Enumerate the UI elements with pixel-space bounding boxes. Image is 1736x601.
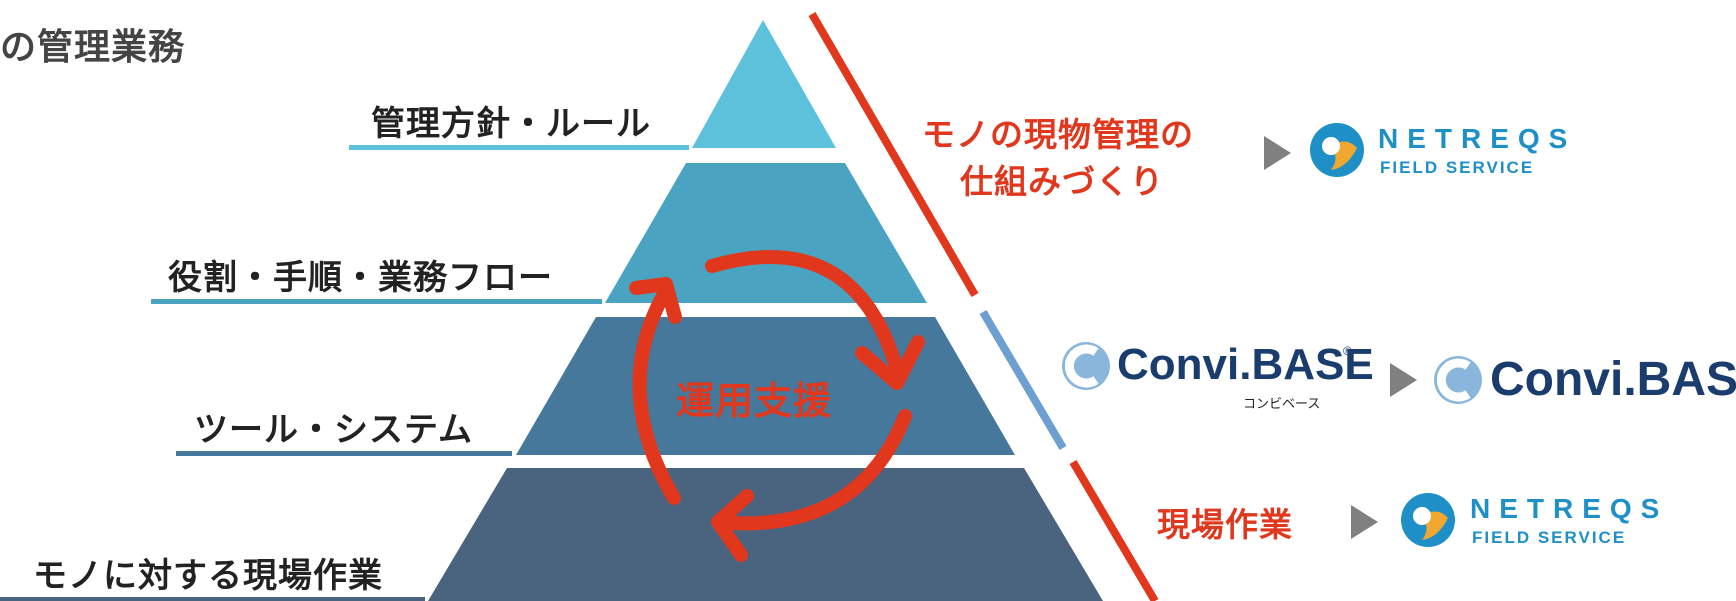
pyramid-level-4 — [428, 468, 1103, 601]
arrowhead-bottom — [711, 489, 754, 562]
netreqs-name-2: NETREQS — [1470, 493, 1669, 524]
netreqs-sub-2: FIELD SERVICE — [1472, 528, 1627, 547]
divider-red-bottom — [1069, 459, 1159, 601]
arrowhead-right — [855, 335, 925, 390]
right-top-text-line2: 仕組みづくり — [960, 162, 1164, 201]
cycle-arrow-bottom — [723, 409, 912, 531]
cycle-arrowheads — [629, 277, 925, 562]
level-label-3: ツール・システム — [194, 410, 473, 450]
page-title: の管理業務 — [0, 27, 186, 68]
pyramid-level-1 — [692, 20, 836, 148]
divider-red-top — [808, 11, 979, 298]
arrow-to-netreqs-bottom — [1351, 505, 1378, 539]
right-top-text-line1: モノの現物管理の — [922, 115, 1194, 154]
divider-blue-mid — [979, 309, 1067, 451]
convi-kana: コンビベース — [1243, 397, 1321, 412]
convi-registered-mark: ® — [1343, 344, 1352, 358]
cycle-center-label: 運用支援 — [676, 379, 833, 423]
netreqs-logo-mark-1 — [1310, 123, 1364, 177]
level-label-4: モノに対する現場作業 — [33, 556, 383, 596]
netreqs-sub-1: FIELD SERVICE — [1380, 158, 1535, 177]
netreqs-logo-mark-2 — [1401, 493, 1455, 547]
arrow-to-netreqs-top — [1264, 136, 1291, 170]
level-label-1: 管理方針・ルール — [371, 104, 651, 144]
underline-level-2 — [151, 299, 602, 304]
underline-level-1 — [349, 145, 689, 150]
cycle-arrows — [632, 250, 912, 531]
convi-logo-mark-1 — [1062, 342, 1110, 390]
arrowhead-top — [629, 277, 682, 324]
convi-name-1: Convi.BASE — [1117, 340, 1374, 389]
right-bottom-text: 現場作業 — [1157, 505, 1293, 544]
convi-logo-mark-2 — [1434, 356, 1482, 404]
level-label-2: 役割・手順・業務フロー — [168, 258, 553, 298]
cycle-arrow-top-right — [705, 250, 904, 377]
convi-name-2: Convi.BASE — [1490, 353, 1736, 406]
underline-level-3 — [176, 451, 512, 456]
pyramid-level-2 — [605, 163, 927, 303]
arrow-to-convi — [1390, 363, 1417, 397]
cycle-arrow-top-left — [632, 285, 681, 505]
underline-level-4 — [0, 597, 425, 601]
netreqs-name-1: NETREQS — [1378, 123, 1577, 154]
